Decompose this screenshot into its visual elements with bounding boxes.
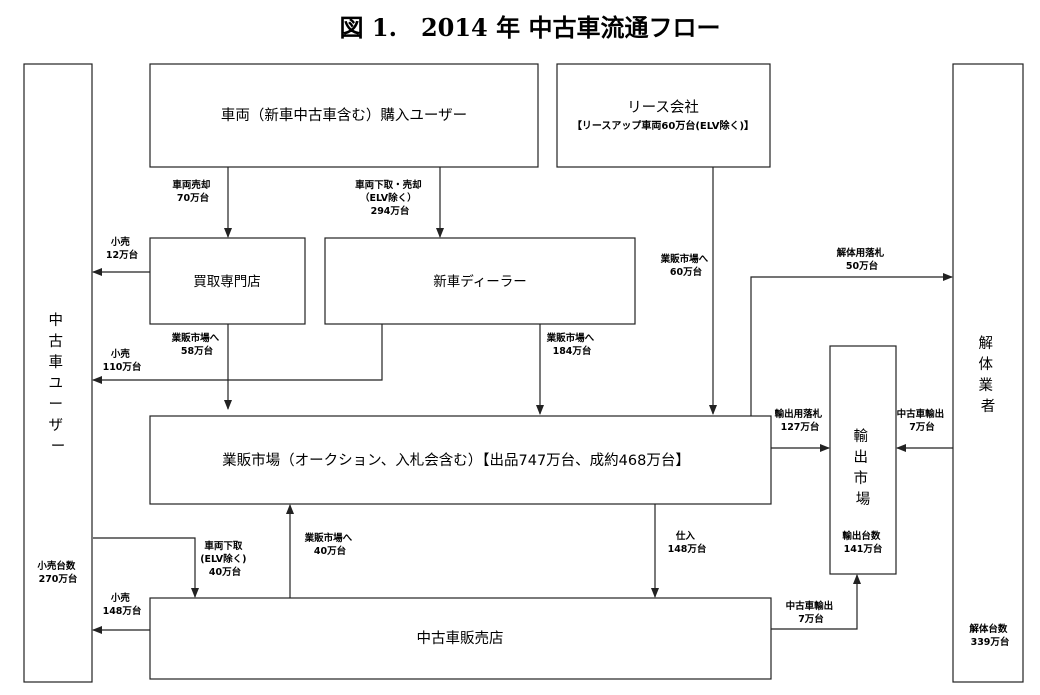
dismantle-bid-label: 解体用落札 50万台 — [837, 247, 888, 272]
tradein40-label: 車両下取 (ELV除く) 40万台 — [200, 540, 250, 578]
new-car-dealer-box: 新車ディーラー — [324, 237, 636, 325]
dismantle-bid-arrow — [750, 273, 953, 416]
used-car-retailer-box: 中古車販売店 — [149, 597, 772, 680]
purchase-user-label: 車両（新車中古車含む）購入ユーザー — [221, 107, 467, 124]
retail148-label: 小売 148万台 — [103, 592, 142, 617]
to-auction184-label: 業販市場へ 184万台 — [546, 332, 598, 357]
tradein-label: 車両下取・売却 （ELV除く） 294万台 — [355, 179, 425, 217]
retailer-export-arrow — [771, 574, 861, 630]
retail-total-label: 小売台数 270万台 — [36, 560, 78, 585]
used-car-user-label: 中 古 車 ユ ー ザ ー — [48, 312, 67, 455]
tradein40-arrow — [93, 537, 199, 598]
new-car-dealer-label: 新車ディーラー — [433, 273, 527, 290]
export-market-box: 輸 出 市 場 — [829, 345, 897, 575]
retail110-arrow — [92, 324, 383, 384]
retailer-export-label: 中古車輸出 7万台 — [786, 600, 837, 625]
dismantle-total-label: 解体台数 339万台 — [969, 623, 1010, 648]
dismantler-box: 解 体 業 者 — [952, 63, 1024, 683]
lease-company-sublabel: 【リースアップ車両60万台(ELV除く)】 — [572, 119, 754, 132]
export-count-label: 輸出台数 141万台 — [842, 530, 883, 555]
to-auction40-label: 業販市場へ 40万台 — [304, 532, 356, 557]
purchase-label: 仕入 148万台 — [668, 530, 707, 555]
kaitori-shop-label: 買取専門店 — [193, 274, 261, 290]
lease-to-auction-label: 業販市場へ 60万台 — [660, 253, 712, 278]
used-car-retailer-label: 中古車販売店 — [417, 630, 504, 647]
used-car-user-box: 中 古 車 ユ ー ザ ー — [23, 63, 93, 683]
dismantler-export-label: 中古車輸出 7万台 — [897, 408, 948, 433]
lease-company-box: リース会社 【リースアップ車両60万台(ELV除く)】 — [556, 63, 771, 168]
sell-label: 車両売却 70万台 — [172, 179, 213, 204]
retail110-label: 小売 110万台 — [103, 348, 142, 373]
export-bid-label: 輸出用落札 127万台 — [775, 408, 826, 433]
dismantler-label: 解 体 業 者 — [978, 335, 997, 415]
export-market-label: 輸 出 市 場 — [853, 428, 872, 508]
auction-market-label: 業販市場（オークション、入札会含む）【出品747万台、成約468万台】 — [222, 452, 690, 469]
retail12-label: 小売 12万台 — [106, 236, 139, 261]
kaitori-shop-box: 買取専門店 — [149, 237, 306, 325]
lease-company-label: リース会社 — [627, 99, 699, 116]
to-auction58-label: 業販市場へ 58万台 — [171, 332, 223, 357]
auction-market-box: 業販市場（オークション、入札会含む）【出品747万台、成約468万台】 — [149, 415, 772, 505]
purchase-user-box: 車両（新車中古車含む）購入ユーザー — [149, 63, 539, 168]
diagram-title: 図 1. 2014 年 中古車流通フロー — [340, 13, 721, 42]
